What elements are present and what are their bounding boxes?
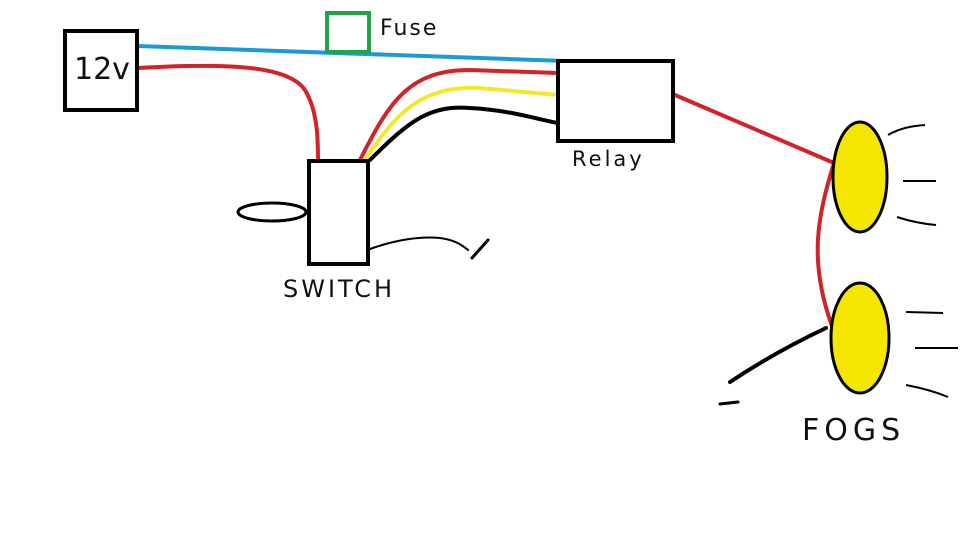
- switch-ground-wire: [369, 236, 469, 251]
- battery-box: [63, 29, 139, 112]
- switch-box: [307, 159, 370, 266]
- yellow-switch-to-relay-wire: [363, 85, 560, 162]
- battery-label: 12v: [74, 52, 130, 87]
- fog-light-lower: [829, 281, 891, 395]
- red-fog-link-wire: [815, 161, 836, 328]
- fuse-label: Fuse: [380, 16, 439, 41]
- light-ray: [896, 216, 937, 226]
- red-relay-to-fog-wire: [673, 93, 836, 165]
- switch-ground-tick: [470, 238, 490, 260]
- light-ray: [887, 124, 926, 136]
- fog-ground-wire: [728, 326, 828, 384]
- relay-label: Relay: [572, 147, 645, 171]
- switch-toggle: [236, 201, 308, 223]
- light-ray: [905, 311, 944, 314]
- fuse-box: [325, 11, 371, 54]
- switch-label: SWITCH: [283, 275, 396, 303]
- red-switch-to-relay-wire: [358, 67, 560, 162]
- relay-box: [556, 59, 675, 143]
- red-battery-to-switch-wire: [136, 63, 320, 164]
- fog-light-upper: [831, 120, 889, 234]
- fog-lights-label: FOGS: [802, 413, 906, 448]
- fog-ground-tick: [718, 400, 740, 406]
- light-ray: [905, 384, 949, 398]
- black-switch-to-relay-wire: [368, 105, 560, 162]
